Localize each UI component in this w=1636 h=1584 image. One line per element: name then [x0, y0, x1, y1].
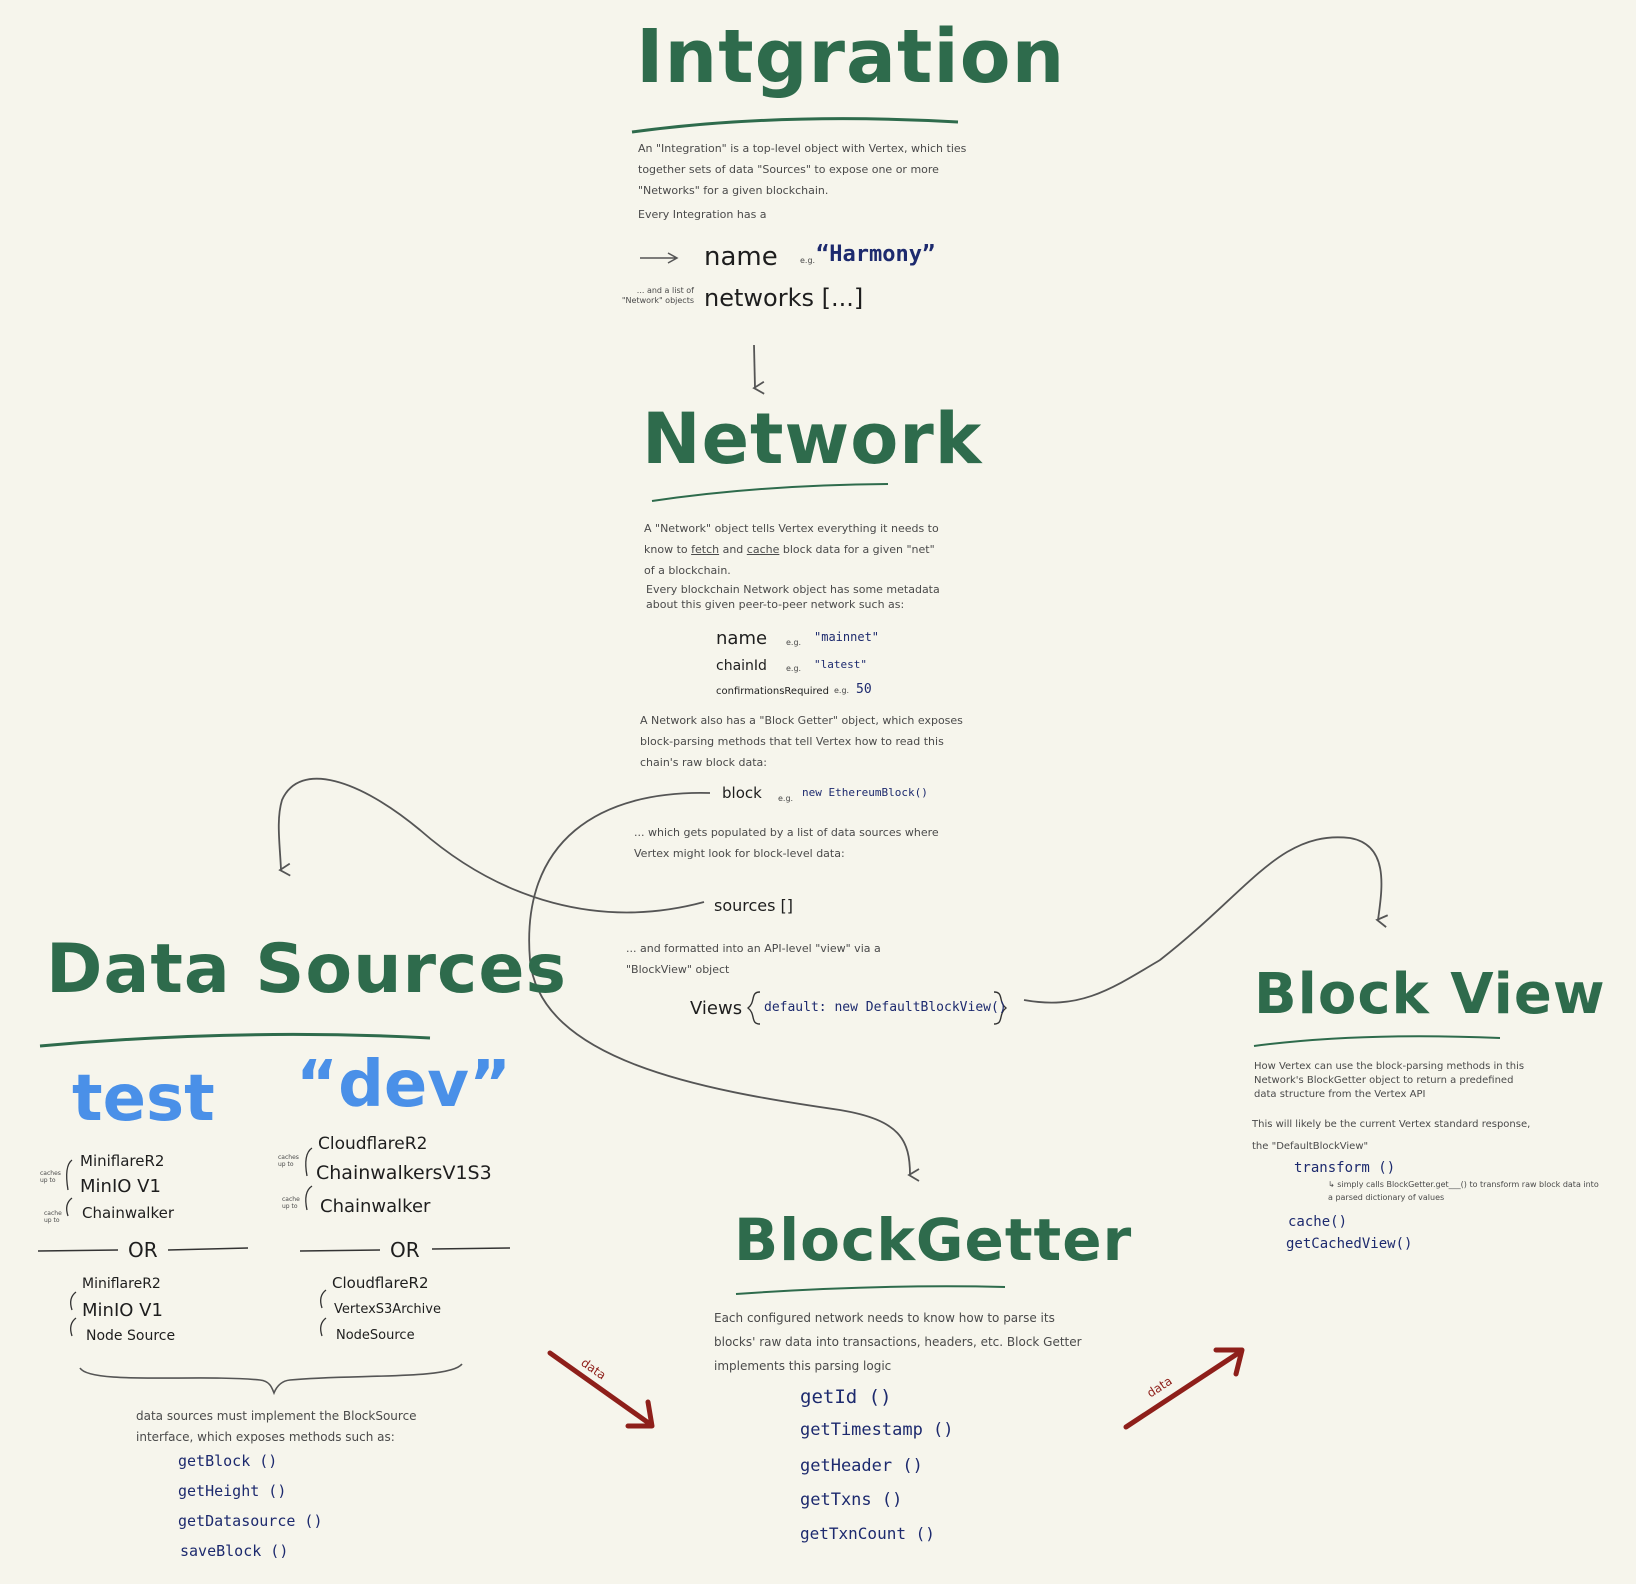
network-field-chainid-value: "latest" [814, 658, 867, 671]
network-title: Network [642, 398, 983, 480]
network-underline [651, 483, 889, 502]
bracket-test-1a [66, 1159, 73, 1191]
network-field-confirmations-eg: e.g. [834, 686, 850, 695]
name-pointer-arrow [640, 252, 679, 264]
integration-name-eg: e.g. [800, 256, 816, 265]
block-getter-method-1: getId () [800, 1386, 892, 1408]
block-getter-method-4: getTxns () [800, 1490, 903, 1510]
network-metadata-description: Every blockchain Network object has some… [646, 583, 940, 611]
network-sources-description: ... which gets populated by a list of da… [634, 826, 939, 860]
dev-env-label: “dev” [296, 1048, 512, 1122]
network-field-chainid-eg: e.g. [786, 664, 802, 673]
test-caches-note-1: caches up to [40, 1170, 61, 1184]
network-field-chainid: chainId [716, 658, 767, 674]
network-desc-part-2: block data for a given "net" of a blockc… [644, 543, 935, 577]
test-alt-source-1: MiniflareR2 [82, 1276, 161, 1292]
network-desc-part-1: A "Network" object tells Vertex everythi… [644, 522, 939, 556]
dev-alt-source-3: NodeSource [336, 1328, 415, 1343]
data-sources-description: data sources must implement the BlockSou… [136, 1409, 417, 1444]
block-getter-title: BlockGetter [734, 1206, 1133, 1274]
dev-caches-note-1: caches up to [278, 1154, 299, 1168]
network-desc-fetch: fetch [691, 543, 720, 556]
block-view-default-description: This will likely be the current Vertex s… [1252, 1119, 1531, 1152]
dev-or-label: OR [390, 1238, 420, 1262]
test-source-2: MinIO V1 [80, 1176, 161, 1197]
views-brace-open [746, 991, 761, 1025]
bracket-test-2b [70, 1317, 77, 1337]
test-or-label: OR [128, 1238, 158, 1262]
dev-alt-source-1: CloudflareR2 [332, 1274, 429, 1292]
test-env-label: test [72, 1062, 215, 1136]
or-line-test-left [37, 1249, 119, 1252]
block-view-transform: transform () [1294, 1160, 1396, 1176]
network-field-confirmations: confirmationsRequired [716, 686, 829, 697]
integration-underline [631, 117, 959, 134]
data-source-method-3: getDatasource () [178, 1512, 323, 1530]
test-alt-source-3: Node Source [86, 1328, 176, 1344]
block-view-description: How Vertex can use the block-parsing met… [1254, 1061, 1525, 1100]
network-field-name-value: "mainnet" [814, 630, 880, 644]
data-sources-underline [39, 1032, 431, 1048]
or-line-dev-left [299, 1249, 381, 1252]
block-view-underline [1253, 1035, 1501, 1047]
network-desc-and: and [719, 543, 747, 556]
data-source-method-2: getHeight () [178, 1482, 287, 1500]
network-block-value: new EthereumBlock() [802, 786, 928, 799]
block-view-get-cached-view: getCachedView() [1286, 1236, 1413, 1252]
integration-networks-field: networks [...] [704, 284, 864, 312]
network-views-value: default: new DefaultBlockView() [764, 1000, 1007, 1015]
data-source-method-4: saveBlock () [180, 1542, 289, 1560]
bracket-dev-1b [305, 1185, 313, 1211]
network-desc-cache: cache [746, 543, 780, 556]
data-arrow-left-label: data [578, 1355, 609, 1383]
integration-name-value: “Harmony” [816, 242, 936, 267]
data-sources-brace [79, 1363, 463, 1396]
block-getter-method-2: getTimestamp () [800, 1420, 954, 1440]
dev-source-3: Chainwalker [320, 1196, 431, 1217]
network-block-getter-description: A Network also has a "Block Getter" obje… [640, 714, 963, 769]
integration-to-network-arrow [752, 344, 765, 395]
bracket-test-2a [70, 1291, 77, 1311]
test-caches-note-2: cache up to [44, 1210, 62, 1224]
bracket-dev-2a [320, 1289, 327, 1309]
block-view-cache: cache() [1288, 1214, 1348, 1230]
network-sources-field: sources [] [714, 896, 794, 915]
bracket-dev-1a [305, 1147, 313, 1177]
integration-every-label: Every Integration has a [638, 208, 767, 221]
or-line-dev-right [431, 1247, 511, 1250]
network-views-field: Views [690, 998, 743, 1019]
test-source-3: Chainwalker [82, 1204, 175, 1222]
network-field-name-eg: e.g. [786, 638, 802, 647]
network-block-field: block [722, 784, 762, 802]
block-getter-underline [735, 1285, 1006, 1295]
dev-source-2: ChainwalkersV1S3 [316, 1162, 492, 1184]
or-line-test-right [167, 1247, 249, 1251]
block-view-transform-note: ↳ simply calls BlockGetter.get___() to t… [1328, 1180, 1599, 1202]
block-view-title: Block View [1254, 962, 1606, 1027]
integration-title: Intgration [636, 14, 1066, 100]
network-field-name: name [716, 628, 768, 649]
network-views-description: ... and formatted into an API-level "vie… [626, 942, 881, 976]
integration-name-field: name [704, 242, 778, 272]
data-arrow-right-label: data [1144, 1373, 1175, 1401]
dev-alt-source-2: VertexS3Archive [334, 1302, 441, 1317]
network-field-confirmations-value: 50 [856, 682, 872, 697]
dev-caches-note-2: cache up to [282, 1196, 300, 1210]
integration-description: An "Integration" is a top-level object w… [638, 142, 967, 197]
test-source-1: MiniflareR2 [80, 1152, 165, 1170]
dev-source-1: CloudflareR2 [318, 1134, 428, 1154]
data-sources-title: Data Sources [46, 930, 567, 1009]
block-getter-method-3: getHeader () [800, 1456, 923, 1476]
network-block-eg: e.g. [778, 794, 794, 803]
test-alt-source-2: MinIO V1 [82, 1300, 163, 1321]
integration-networks-note: ... and a list of "Network" objects [621, 286, 694, 305]
block-getter-description: Each configured network needs to know ho… [714, 1311, 1082, 1373]
block-getter-method-5: getTxnCount () [800, 1524, 935, 1543]
bracket-dev-2b [320, 1317, 327, 1337]
data-source-method-1: getBlock () [178, 1452, 278, 1470]
data-arrow-left [547, 1350, 655, 1429]
network-description: A "Network" object tells Vertex everythi… [644, 518, 944, 581]
